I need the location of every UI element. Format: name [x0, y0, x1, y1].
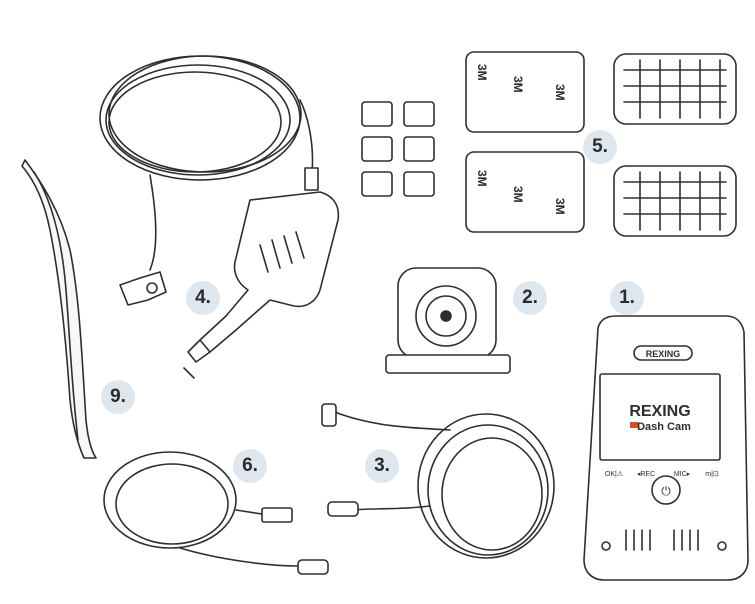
- adhesive-label: 3M: [553, 198, 567, 215]
- badge-rear-camera: 2.: [513, 281, 547, 315]
- badge-mini-usb-cable: 3.: [365, 449, 399, 483]
- camera-button-mic: MIC▸: [674, 471, 691, 478]
- mini-usb-cable: [321, 403, 555, 559]
- adhesive-label: 3M: [475, 170, 489, 187]
- adhesive-label: 3M: [511, 186, 525, 203]
- adhesive-labels: 3M 3M 3M 3M 3M 3M: [475, 64, 567, 215]
- badge-camera: 1.: [610, 281, 644, 315]
- cable-clips: [361, 101, 435, 197]
- camera-button-rec: ◂REC: [637, 471, 655, 478]
- badge-adhesive-mounts: 5.: [583, 130, 617, 164]
- camera-button-ok: OK|⚠: [605, 470, 623, 478]
- badge-car-charger: 4.: [186, 281, 220, 315]
- usb-cable: [103, 451, 329, 575]
- adhesive-pads: [465, 51, 585, 233]
- power-icon: ⏻: [661, 484, 671, 498]
- adhesive-label: 3M: [553, 84, 567, 101]
- camera-text: REXING REXING Dash Cam OK|⚠ ◂REC MIC▸ m|…: [605, 349, 719, 498]
- badge-usb-cable: 6.: [233, 449, 267, 483]
- camera-brand-top: REXING: [646, 349, 681, 359]
- adhesive-label: 3M: [475, 64, 489, 81]
- adhesive-label: 3M: [511, 76, 525, 93]
- badge-pry-tool: 9.: [101, 380, 135, 414]
- screen-subtitle: Dash Cam: [637, 421, 691, 433]
- screen-accent: [630, 422, 638, 428]
- car-charger: [99, 55, 340, 379]
- mount-plates: [613, 53, 737, 237]
- screen-brand: REXING: [629, 403, 690, 420]
- dash-camera: [583, 315, 749, 581]
- camera-button-mode: m|⊡: [705, 471, 719, 478]
- rear-camera: [385, 267, 511, 374]
- pry-tool: [21, 159, 97, 459]
